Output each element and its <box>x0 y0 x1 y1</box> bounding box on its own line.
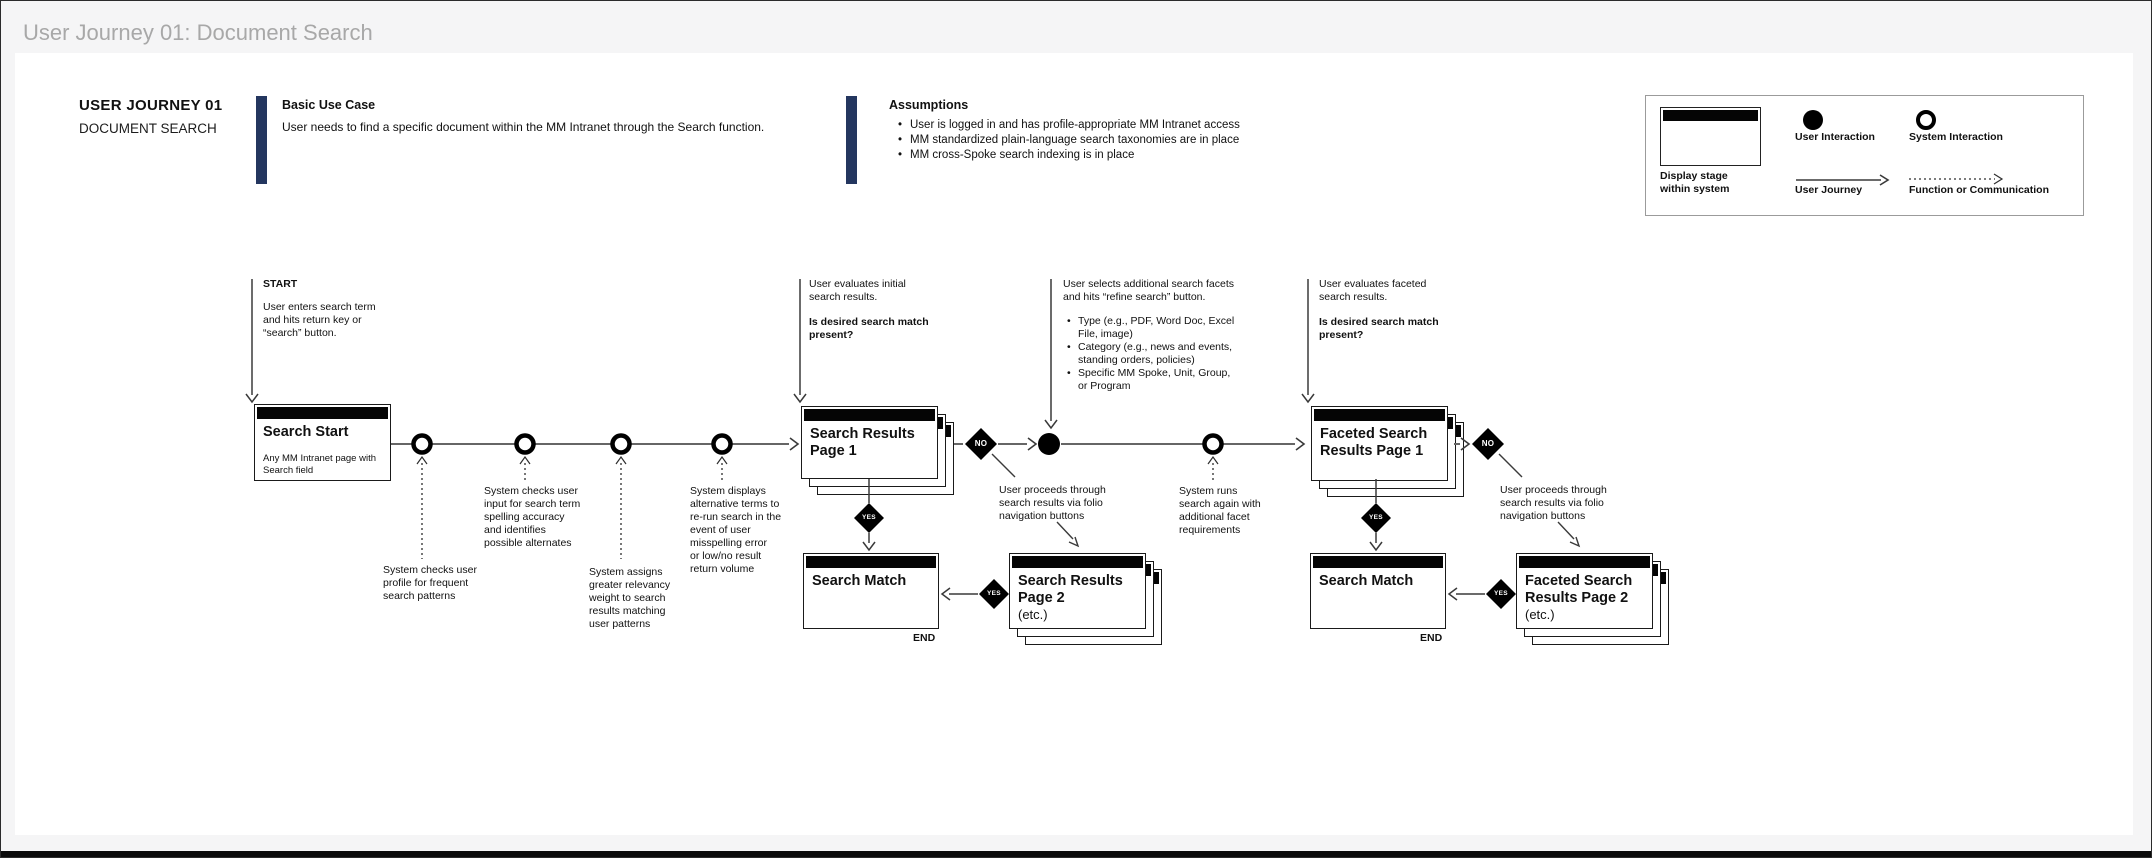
annotation-system-alternatives: System displays alternative terms to re-… <box>690 485 782 575</box>
legend-function-communication-label: Function or Communication <box>1909 184 2049 196</box>
stage-title: Faceted Search Results Page 2 <box>1525 573 1633 606</box>
stage-search-match-left: Search Match <box>803 553 939 629</box>
stage-title: Faceted Search Results Page 1 <box>1320 426 1428 459</box>
stack-layer-front: Faceted Search Results Page 1 <box>1311 406 1448 481</box>
assumptions-heading: Assumptions <box>889 98 969 112</box>
stage-title: Search Results Page 1 <box>810 426 915 459</box>
annotation-folio-nav-left: User proceeds through search results via… <box>999 484 1106 522</box>
start-note: User enters search term and hits return … <box>263 301 376 339</box>
assumptions-list: User is logged in and has profile-approp… <box>898 118 1240 163</box>
stage-title: Search Results Page 2 <box>1018 573 1123 606</box>
facet-item: Type (e.g., PDF, Word Doc, Excel File, i… <box>1067 315 1234 341</box>
assumption-item: MM standardized plain-language search ta… <box>898 133 1240 148</box>
use-case-body: User needs to find a specific document w… <box>282 120 765 134</box>
display-stage-icon <box>1660 107 1761 166</box>
start-label: START <box>263 278 298 290</box>
annotation-folio-nav-right: User proceeds through search results via… <box>1500 484 1607 522</box>
accent-bar <box>256 96 267 184</box>
annotation-eval-faceted: User evaluates faceted search results. <box>1319 278 1427 303</box>
stage-search-results-page-2: Search Results Page 2 (etc.) <box>1009 553 1162 645</box>
annotation-select-facets: User selects additional search facets an… <box>1063 278 1234 303</box>
annotation-match-question: Is desired search match present? <box>1319 316 1439 341</box>
end-label: END <box>913 632 936 644</box>
accent-bar <box>846 96 857 184</box>
stack-layer-front: Search Results Page 2 (etc.) <box>1009 553 1146 629</box>
stack-layer-front: Search Results Page 1 <box>801 406 938 479</box>
stack-layer-front: Faceted Search Results Page 2 (etc.) <box>1516 553 1653 629</box>
yes-decision-label: YES <box>862 514 876 521</box>
stage-search-match-right: Search Match <box>1310 553 1446 629</box>
stage-search-start: Search Start Any MM Intranet page with S… <box>254 404 391 481</box>
no-decision-label: NO <box>1481 439 1495 448</box>
stage-title: Search Start <box>263 424 349 440</box>
legend-user-journey-label: User Journey <box>1795 184 1863 196</box>
stage-faceted-results-page-1: Faceted Search Results Page 1 <box>1311 406 1464 497</box>
facet-item: Specific MM Spoke, Unit, Group, or Progr… <box>1067 367 1234 393</box>
facet-list: Type (e.g., PDF, Word Doc, Excel File, i… <box>1067 315 1234 393</box>
stage-search-results-page-1: Search Results Page 1 <box>801 406 954 495</box>
legend-user-interaction-label: User Interaction <box>1795 131 1875 143</box>
stage-header-bar <box>1314 409 1445 421</box>
stage-header-bar <box>1519 556 1650 568</box>
yes-decision-label: YES <box>1494 590 1508 597</box>
legend-system-interaction-label: System Interaction <box>1909 131 2003 143</box>
legend-display-stage-label: Display stage within system <box>1660 170 1730 195</box>
facet-item: Category (e.g., news and events, standin… <box>1067 341 1234 367</box>
journey-kicker-line1: USER JOURNEY 01 <box>79 97 223 114</box>
journey-kicker-line2: DOCUMENT SEARCH <box>79 121 217 136</box>
annotation-system-relevancy: System assigns greater relevancy weight … <box>589 566 671 630</box>
stage-title: Search Match <box>1319 573 1414 589</box>
stage-subtitle: Any MM Intranet page with Search field <box>263 453 376 476</box>
annotation-match-question: Is desired search match present? <box>809 316 929 341</box>
stage-header-bar <box>804 409 935 421</box>
yes-decision-label: YES <box>987 590 1001 597</box>
stage-faceted-results-page-2: Faceted Search Results Page 2 (etc.) <box>1516 553 1669 645</box>
assumption-item: MM cross-Spoke search indexing is in pla… <box>898 148 1240 163</box>
annotation-system-profile: System checks user profile for frequent … <box>383 564 477 602</box>
yes-decision-label: YES <box>1369 514 1383 521</box>
end-label: END <box>1420 632 1443 644</box>
stage-header-bar <box>257 407 388 419</box>
stage-suffix: (etc.) <box>1018 607 1048 622</box>
annotation-system-spelling: System checks user input for search term… <box>484 485 581 549</box>
page-title: User Journey 01: Document Search <box>23 20 373 45</box>
stage-header-bar <box>806 556 936 568</box>
stage-header-bar <box>1012 556 1143 568</box>
window-bottom-edge <box>1 851 2151 857</box>
assumption-item: User is logged in and has profile-approp… <box>898 118 1240 133</box>
stage-title: Search Match <box>812 573 907 589</box>
stage-suffix: (etc.) <box>1525 607 1555 622</box>
no-decision-label: NO <box>974 439 988 448</box>
stage-header-bar <box>1313 556 1443 568</box>
use-case-heading: Basic Use Case <box>282 98 376 112</box>
annotation-system-rerun: System runs search again with additional… <box>1179 485 1261 536</box>
annotation-eval-initial: User evaluates initial search results. <box>809 278 906 303</box>
